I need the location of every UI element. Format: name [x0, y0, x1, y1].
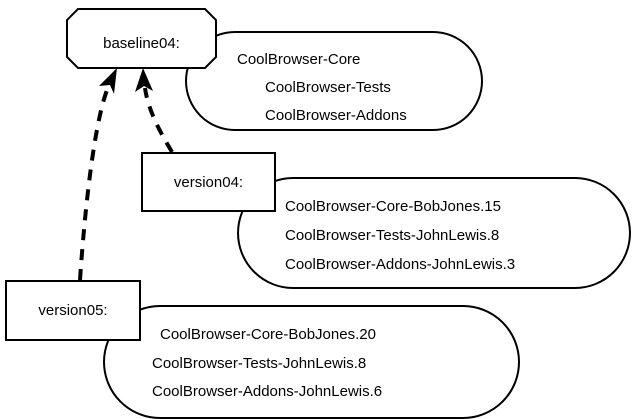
- version04-node-box: [141, 152, 276, 212]
- baseline04-node-label: baseline04:: [103, 35, 180, 52]
- edge-version05-arrowhead-icon: [99, 68, 117, 94]
- version05-node-label: version05:: [38, 302, 107, 319]
- baseline04-content-line-2: CoolBrowser-Tests: [265, 79, 391, 96]
- edge-version05-to-baseline04[interactable]: [78, 89, 109, 281]
- version05-content-line-1: CoolBrowser-Core-BobJones.20: [160, 326, 376, 343]
- baseline04-content-line-3: CoolBrowser-Addons: [265, 107, 407, 124]
- edge-version04-arrowhead-icon: [135, 68, 153, 92]
- edge-version04-to-baseline04[interactable]: [143, 87, 174, 154]
- version05-content-line-3: CoolBrowser-Addons-JohnLewis.6: [152, 383, 382, 400]
- version04-node-label: version04:: [174, 174, 243, 191]
- baseline04-node-box: [66, 8, 217, 69]
- version04-content-line-1: CoolBrowser-Core-BobJones.15: [285, 198, 501, 215]
- version05-content-line-2: CoolBrowser-Tests-JohnLewis.8: [152, 355, 366, 372]
- version04-content-line-2: CoolBrowser-Tests-JohnLewis.8: [285, 227, 499, 244]
- version05-node-box: [5, 280, 141, 341]
- baseline04-content-line-1: CoolBrowser-Core: [237, 51, 360, 68]
- version04-content-line-3: CoolBrowser-Addons-JohnLewis.3: [285, 256, 515, 273]
